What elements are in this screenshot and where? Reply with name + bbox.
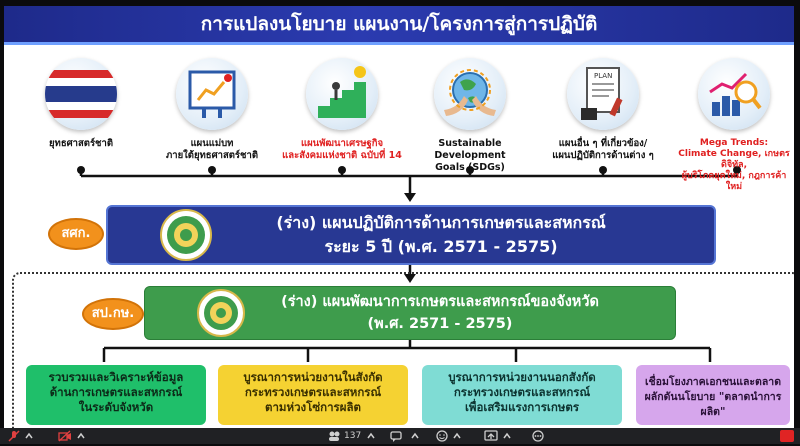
agency-badge-label: สศก. [61,226,91,241]
plan-document-icon: PLAN [567,58,639,130]
provincial-plan-box: (ร่าง) แผนพัฒนาการเกษตรและสหกรณ์ของจังหว… [144,286,676,340]
microphone-muted-icon[interactable] [8,430,20,442]
participants-count: 137 [344,431,362,441]
task-line: เพื่อเสริมแรงการเกษตร [464,400,580,414]
globe-hands-icon [434,58,506,130]
label-line: Sustainable Development [434,138,506,161]
task-box-data-analysis: รวบรวมและวิเคราะห์ข้อมูล ด้านการเกษตรและ… [26,365,206,425]
top-item-mega-trends: Mega Trends: Climate Change, เกษตรดิจิทั… [674,58,794,193]
top-item-national-strategy: ยุทธศาสตร์ชาติ [21,58,141,150]
label-line: ผู้บริโภคยุคใหม่, กฎการค้าใหม่ [681,171,787,192]
master-plan-icon [176,58,248,130]
task-line: ด้านการเกษตรและสหกรณ์ [49,385,183,399]
top-item-label: ยุทธศาสตร์ชาติ [21,138,141,150]
top-item-label: Mega Trends: Climate Change, เกษตรดิจิทั… [674,138,794,193]
agency-badge-ops: สป.กษ. [82,298,144,330]
label-line: Mega Trends: [699,138,769,148]
video-off-icon[interactable] [58,430,72,442]
ministry-logo-icon [197,289,245,337]
presentation-frame: การแปลงนโยบาย แผนงาน/โครงการสู่การปฏิบัต… [4,6,794,428]
top-item-sdgs: Sustainable Development Goals (SDGs) [410,58,530,174]
trend-chart-icon [698,58,770,130]
share-screen-icon[interactable] [484,430,498,442]
provincial-plan-title: (ร่าง) แผนพัฒนาการเกษตรและสหกรณ์ของจังหว… [281,294,599,310]
label-line: แผนอื่น ๆ ที่เกี่ยวข้อง/ [558,138,648,149]
chevron-up-icon[interactable] [452,430,462,442]
label-line: แผนปฏิบัติการด้านต่าง ๆ [552,150,654,161]
chevron-up-icon[interactable] [366,430,376,442]
label-line: Goals (SDGs) [435,162,505,173]
task-line: ผลักดันนโยบาย "ตลาดนำการผลิต" [644,391,782,418]
label-line: แผนพัฒนาเศรษฐกิจ [300,138,384,149]
task-line: ในระดับจังหวัด [78,400,154,414]
task-line: บูรณาการหน่วยงานนอกสังกัด [448,370,596,384]
svg-text:PLAN: PLAN [594,72,612,80]
agency-badge-label: สป.กษ. [91,306,135,321]
slide: การแปลงนโยบาย แผนงาน/โครงการสู่การปฏิบัต… [4,6,794,428]
top-item-label: แผนพัฒนาเศรษฐกิจ และสังคมแห่งชาติ ฉบับที… [282,138,402,162]
participants-icon[interactable] [328,430,340,442]
thai-flag-icon [45,58,117,130]
reactions-icon[interactable] [436,430,448,442]
task-line: รวบรวมและวิเคราะห์ข้อมูล [48,370,184,384]
task-line: กระทรวงเกษตรและสหกรณ์ [453,385,591,399]
action-plan-period: ระยะ 5 ปี (พ.ศ. 2571 - 2575) [324,237,558,256]
chevron-up-icon[interactable] [410,430,420,442]
agency-badge-oae: สศก. [48,218,104,250]
label-line: ยุทธศาสตร์ชาติ [48,138,113,149]
chat-icon[interactable] [390,430,402,442]
top-item-master-plan: แผนแม่บท ภายใต้ยุทธศาสตร์ชาติ [152,58,272,162]
task-line: ตามห่วงโซ่การผลิต [265,400,361,414]
top-item-other-plans: PLAN แผนอื่น ๆ ที่เกี่ยวข้อง/ แผนปฏิบัติ… [543,58,663,162]
ministry-logo-icon [160,209,212,261]
top-item-label: แผนอื่น ๆ ที่เกี่ยวข้อง/ แผนปฏิบัติการด้… [543,138,663,162]
label-line: Climate Change, เกษตรดิจิทัล, [678,149,790,170]
top-item-label: Sustainable Development Goals (SDGs) [410,138,530,174]
chevron-up-icon[interactable] [76,430,86,442]
task-line: บูรณาการหน่วยงานในสังกัด [243,370,383,384]
flow-connectors [77,166,741,362]
slide-title-text: การแปลงนโยบาย แผนงาน/โครงการสู่การปฏิบัต… [200,13,598,35]
slide-title: การแปลงนโยบาย แผนงาน/โครงการสู่การปฏิบัต… [4,6,794,45]
task-box-private-sector: เชื่อมโยงภาคเอกชนและตลาด ผลักดันนโยบาย "… [636,365,790,425]
task-box-internal-integration: บูรณาการหน่วยงานในสังกัด กระทรวงเกษตรและ… [218,365,408,425]
task-line: กระทรวงเกษตรและสหกรณ์ [244,385,382,399]
leave-meeting-button[interactable] [780,430,794,442]
task-box-external-integration: บูรณาการหน่วยงานนอกสังกัด กระทรวงเกษตรแล… [422,365,622,425]
label-line: แผนแม่บท [190,138,234,149]
action-plan-title: (ร่าง) แผนปฏิบัติการด้านการเกษตรและสหกรณ… [276,213,606,232]
growth-stairs-icon [306,58,378,130]
task-line: เชื่อมโยงภาคเอกชนและตลาด [644,376,782,388]
label-line: และสังคมแห่งชาติ ฉบับที่ 14 [282,150,402,161]
provincial-plan-period: (พ.ศ. 2571 - 2575) [367,316,513,332]
top-item-economic-plan: แผนพัฒนาเศรษฐกิจ และสังคมแห่งชาติ ฉบับที… [282,58,402,162]
meeting-toolbar: 137 [0,428,800,444]
more-options-icon[interactable] [532,430,544,442]
provincial-section [12,272,794,428]
label-line: ภายใต้ยุทธศาสตร์ชาติ [166,150,258,161]
action-plan-box: (ร่าง) แผนปฏิบัติการด้านการเกษตรและสหกรณ… [106,205,716,265]
chevron-up-icon[interactable] [24,430,34,442]
chevron-up-icon[interactable] [502,430,512,442]
top-item-label: แผนแม่บท ภายใต้ยุทธศาสตร์ชาติ [152,138,272,162]
